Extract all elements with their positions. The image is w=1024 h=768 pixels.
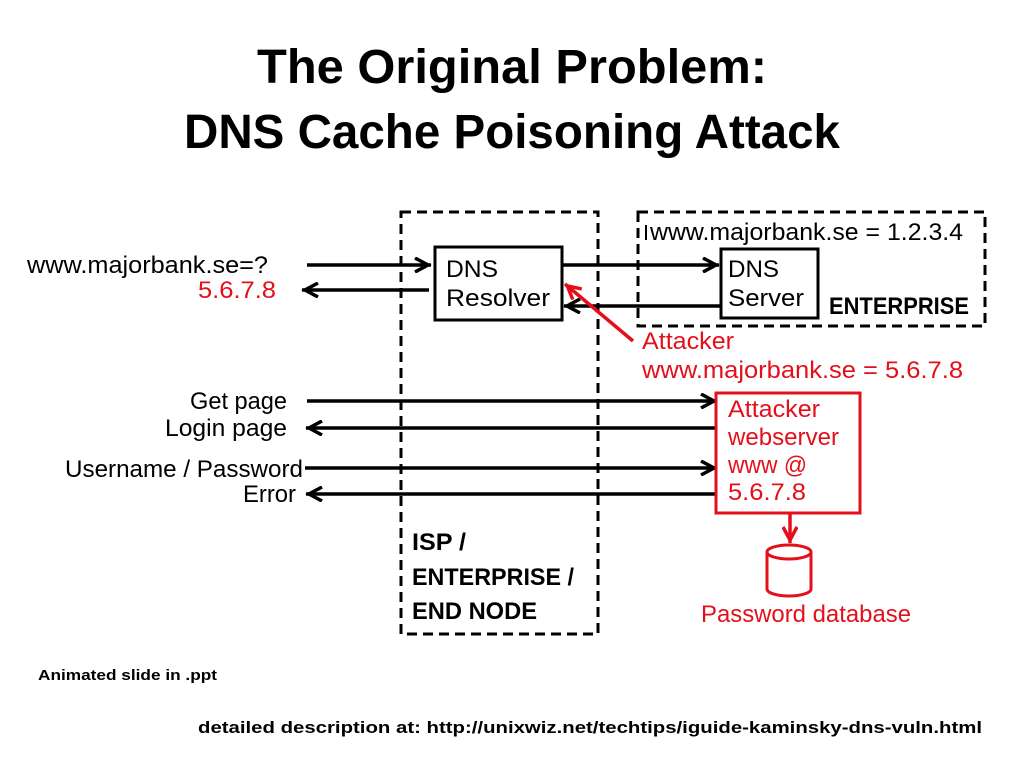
attacker-webserver-label-line: Attacker bbox=[728, 396, 820, 423]
attacker-webserver-label-line: www @ bbox=[727, 452, 807, 479]
enterprise-zone-label: ENTERPRISE bbox=[829, 293, 969, 320]
attacker-webserver-label-line: webserver bbox=[727, 424, 839, 451]
dns-server-label-line: DNS bbox=[728, 256, 779, 283]
reference-note: detailed description at: http://unixwiz.… bbox=[198, 718, 982, 737]
slide-title: The Original Problem: DNS Cache Poisonin… bbox=[184, 41, 840, 159]
isp-boundary-box bbox=[399, 210, 600, 636]
credentials-label: Username / Password bbox=[65, 456, 303, 483]
isp-zone-label: ISP / ENTERPRISE / END NODE bbox=[412, 529, 574, 625]
attacker-webserver-label-line: 5.6.7.8 bbox=[728, 479, 806, 506]
dns-server: DNS Server bbox=[719, 247, 820, 320]
enterprise-boundary-box bbox=[636, 210, 987, 328]
attacker-spoof-arrow bbox=[563, 282, 635, 343]
attacker-label: Attacker bbox=[642, 328, 734, 355]
client-dns-answer: 5.6.7.8 bbox=[198, 277, 276, 304]
dns-resolver-box bbox=[433, 245, 564, 322]
dns-server-label-line: Server bbox=[728, 285, 804, 312]
password-database-label: Password database bbox=[701, 601, 911, 628]
dns-resolver-label-line: DNS bbox=[446, 256, 498, 283]
dns-server-box bbox=[719, 247, 820, 320]
error-label: Error bbox=[243, 481, 296, 508]
isp-zone-label-line: ISP / bbox=[412, 529, 466, 556]
client-dns-query: www.majorbank.se=? bbox=[26, 252, 268, 279]
spoofed-dns-record: www.majorbank.se = 5.6.7.8 bbox=[641, 357, 963, 384]
slide-title-line-2: DNS Cache Poisoning Attack bbox=[184, 106, 840, 159]
attacker-webserver: Attacker webserver www @ 5.6.7.8 bbox=[714, 391, 862, 515]
animation-note: Animated slide in .ppt bbox=[38, 667, 217, 684]
login-page-label: Login page bbox=[165, 415, 287, 442]
database-icon bbox=[765, 543, 813, 598]
authoritative-dns-record: www.majorbank.se = 1.2.3.4 bbox=[649, 219, 963, 246]
dns-resolver: DNS Resolver bbox=[433, 245, 564, 322]
get-page-label: Get page bbox=[190, 388, 287, 415]
slide-title-line-1: The Original Problem: bbox=[257, 41, 767, 94]
dns-resolver-label-line: Resolver bbox=[446, 285, 550, 312]
isp-zone-label-line: END NODE bbox=[412, 598, 537, 625]
attacker-webserver-box bbox=[714, 391, 862, 515]
isp-zone-label-line: ENTERPRISE / bbox=[412, 564, 574, 591]
